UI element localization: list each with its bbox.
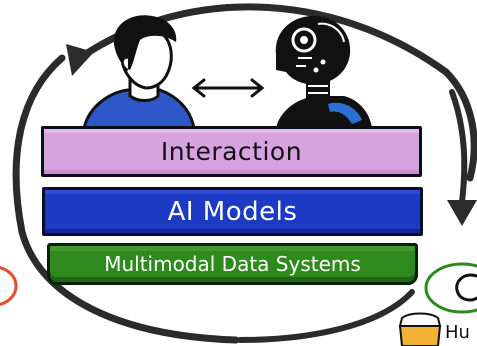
ai-models-layer: AI Models <box>42 187 423 236</box>
right-cycle-badge <box>424 262 477 314</box>
bottom-right-partial-label: Hu <box>445 322 470 343</box>
left-loop-arc <box>12 54 240 344</box>
multimodal-data-systems-layer: Multimodal Data Systems <box>47 243 418 285</box>
robot-body <box>276 96 372 128</box>
left-arrowhead-icon <box>66 44 94 76</box>
cup-icon <box>398 312 442 346</box>
ai-models-layer-label: AI Models <box>167 196 298 227</box>
interaction-layer: Interaction <box>41 126 422 177</box>
interaction-layer-label: Interaction <box>160 137 303 166</box>
human-hair <box>113 15 177 70</box>
top-right-loop-arc <box>449 89 468 205</box>
double-arrow-icon <box>191 78 265 98</box>
bottom-right-loop-arc <box>237 289 415 343</box>
robot-shoulder-accent <box>328 102 362 124</box>
human-figure <box>82 15 196 130</box>
robot-head <box>275 15 351 85</box>
robot-ear-ring <box>291 27 317 53</box>
right-arrowhead-icon <box>447 200 477 226</box>
right-badge-glyph <box>455 273 477 302</box>
multimodal-data-systems-layer-label: Multimodal Data Systems <box>104 252 361 276</box>
human-ear <box>121 56 129 71</box>
left-cycle-badge <box>0 266 18 306</box>
robot-figure <box>275 15 372 128</box>
